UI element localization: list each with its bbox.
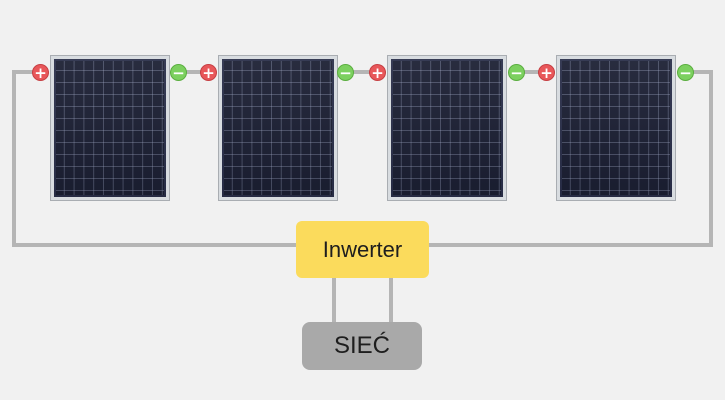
negative-terminal-icon: − (337, 64, 354, 81)
negative-terminal-icon: − (170, 64, 187, 81)
grid-label: SIEĆ (333, 332, 390, 359)
wire-negative-to-inverter (429, 70, 713, 247)
solar-panel-2 (218, 55, 338, 201)
negative-terminal-icon: − (508, 64, 525, 81)
inverter-box: Inwerter (296, 221, 429, 278)
negative-terminal-icon: − (677, 64, 694, 81)
inverter-label: Inwerter (322, 236, 403, 262)
solar-panel-3 (387, 55, 507, 201)
solar-panel-4 (556, 55, 676, 201)
positive-terminal-icon: + (369, 64, 386, 81)
positive-terminal-icon: + (538, 64, 555, 81)
positive-terminal-icon: + (200, 64, 217, 81)
grid-box: SIEĆ (302, 322, 422, 370)
solar-panel-1 (50, 55, 170, 201)
positive-terminal-icon: + (32, 64, 49, 81)
wire-positive-to-inverter (12, 70, 296, 247)
